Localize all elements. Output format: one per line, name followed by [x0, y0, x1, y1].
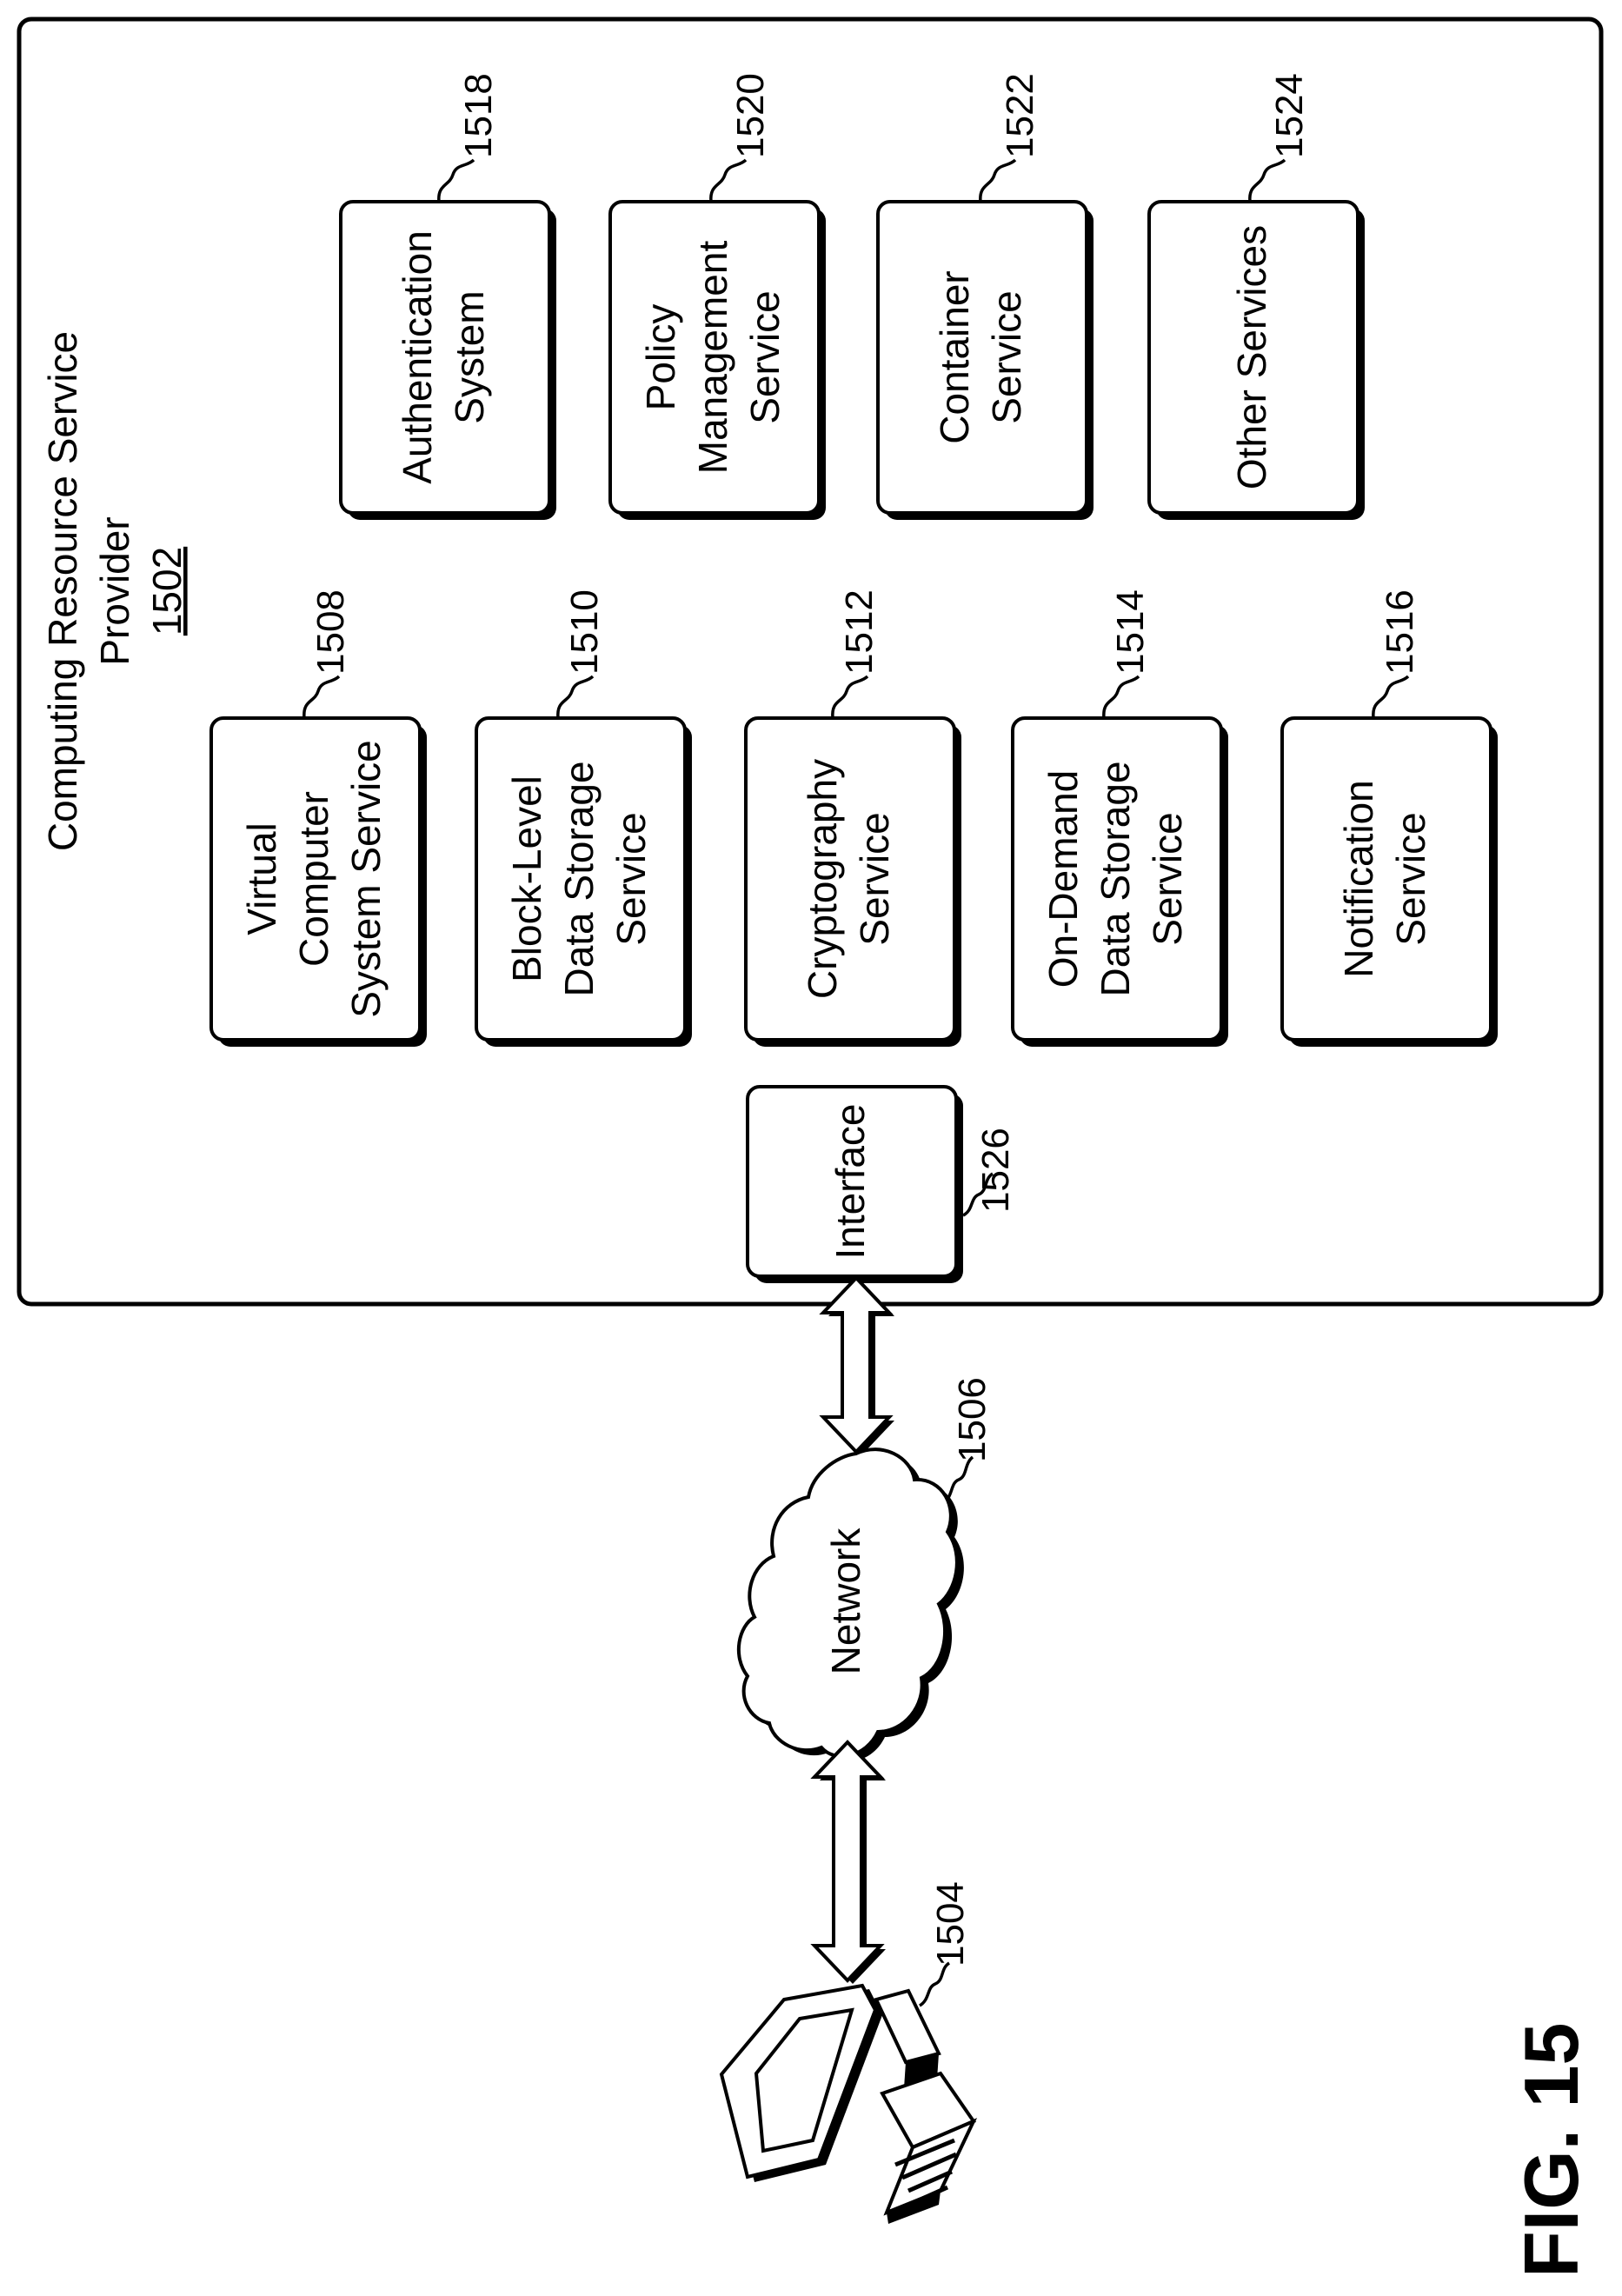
service-policy-management: Policy Management Service — [610, 202, 826, 520]
service-label-line: Data Storage — [556, 761, 602, 996]
service-label-line: Service — [608, 812, 654, 945]
service-label-line: Data Storage — [1093, 761, 1138, 996]
service-other: Other Services — [1149, 202, 1365, 520]
service-label-line: Container — [932, 270, 977, 443]
service-block-level-storage: Block-Level Data Storage Service — [476, 718, 692, 1047]
service-label-line: Notification — [1336, 780, 1381, 978]
service-label-line: Virtual — [239, 822, 284, 935]
ref-number: 1522 — [999, 73, 1041, 158]
service-label-line: Service — [742, 290, 788, 423]
arrow-network-client — [814, 1742, 886, 1984]
ref-number: 1514 — [1109, 589, 1152, 675]
service-label-line: Authentication — [395, 230, 440, 484]
service-label-line: On-Demand — [1040, 770, 1086, 988]
service-label-line: Service — [852, 812, 897, 945]
ref-number: 1516 — [1379, 589, 1421, 675]
service-label-line: Block-Level — [504, 775, 549, 982]
service-label-line: Service — [1388, 812, 1433, 945]
service-cryptography: Cryptography Service — [746, 718, 961, 1047]
interface-label: Interface — [828, 1104, 873, 1260]
service-label-line: Cryptography — [800, 759, 845, 999]
ref-number: 1508 — [309, 589, 352, 675]
service-label-line: Policy — [638, 304, 683, 411]
service-label-line: Service — [1145, 812, 1190, 945]
ref-number: 1510 — [563, 589, 606, 675]
provider-title-line1: Computing Resource Service — [40, 331, 85, 851]
network-cloud: Network — [739, 1449, 964, 1761]
provider-ref: 1502 — [144, 547, 189, 636]
ref-number: 1524 — [1268, 73, 1311, 158]
ref-number: 1512 — [838, 589, 881, 675]
service-label-line: System — [447, 290, 492, 423]
ref-number: 1526 — [974, 1128, 1017, 1213]
network-label: Network — [823, 1527, 868, 1675]
arrow-interface-network — [823, 1278, 894, 1455]
provider-title-line2: Provider — [92, 516, 137, 665]
service-on-demand-storage: On-Demand Data Storage Service — [1013, 718, 1228, 1047]
service-label-line: Computer — [291, 791, 336, 967]
ref-number: 1520 — [729, 73, 772, 158]
service-label-line: Service — [984, 290, 1029, 423]
service-label-line: System Service — [343, 740, 389, 1018]
ref-number: 1506 — [951, 1377, 994, 1462]
ref-number: 1504 — [929, 1881, 972, 1967]
service-container: Container Service — [878, 202, 1094, 520]
figure-label: FIG. 15 — [1508, 2023, 1594, 2278]
service-label-line: Other Services — [1229, 225, 1274, 489]
service-label-line: Management — [690, 241, 735, 475]
service-notification: Notification Service — [1282, 718, 1498, 1047]
interface-box: Interface — [748, 1087, 963, 1283]
service-virtual-computer: Virtual Computer System Service — [211, 718, 427, 1047]
ref-number: 1518 — [457, 73, 500, 158]
service-authentication: Authentication System — [341, 202, 556, 520]
client-computer-icon — [721, 1986, 974, 2224]
